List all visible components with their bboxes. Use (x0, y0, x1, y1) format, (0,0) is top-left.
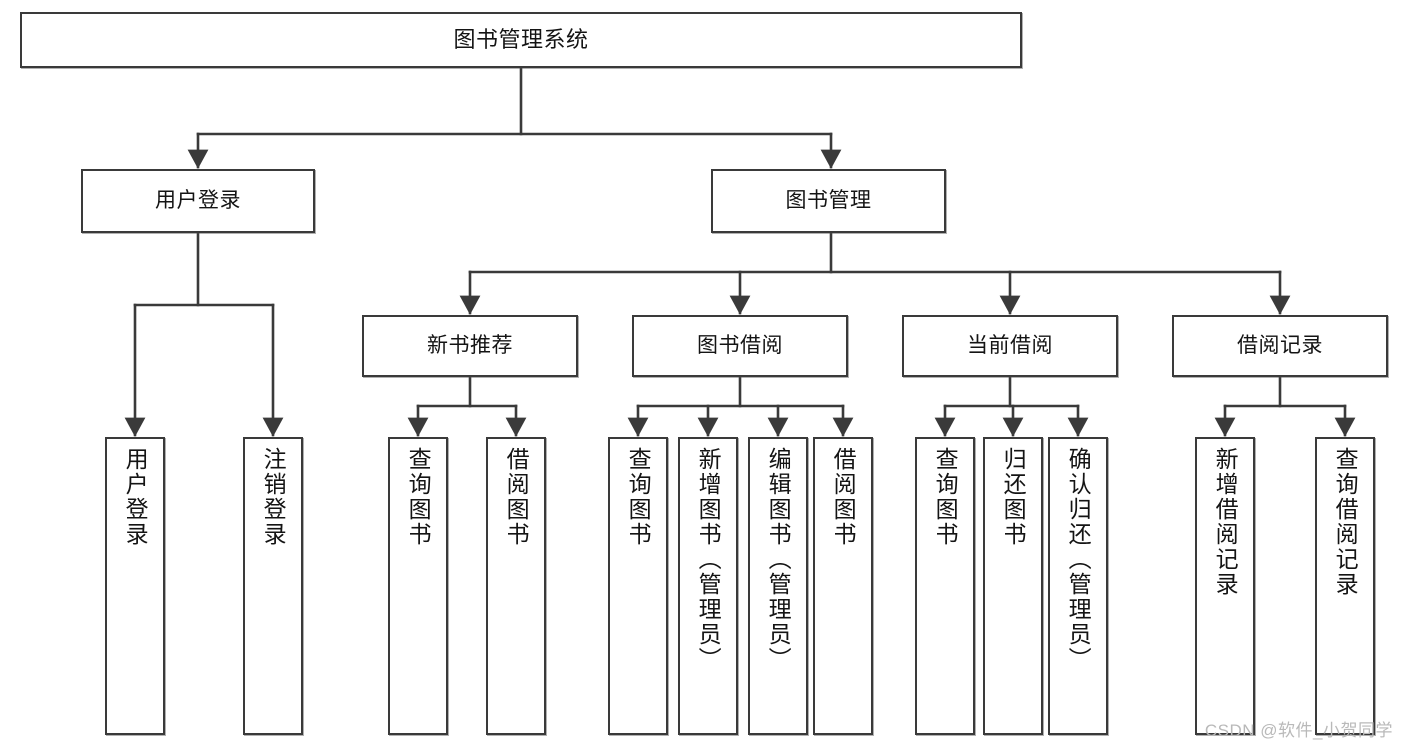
node-leaf-borrow-book-2-label: 借阅图书 (830, 447, 857, 547)
node-leaf-confirm-return-admin-label: 确认归还（管理员） (1065, 447, 1092, 672)
node-book-borrow-label: 图书借阅 (697, 333, 783, 357)
node-leaf-user-login[interactable]: 用户登录 (105, 437, 165, 735)
node-root[interactable]: 图书管理系统 (20, 12, 1022, 68)
node-leaf-add-book-admin[interactable]: 新增图书（管理员） (678, 437, 738, 735)
node-leaf-query-borrow-record-label: 查询借阅记录 (1332, 447, 1359, 597)
node-leaf-user-logout[interactable]: 注销登录 (243, 437, 303, 735)
node-leaf-query-book-2-label: 查询图书 (625, 447, 652, 547)
node-book-manage-label: 图书管理 (785, 188, 872, 212)
node-leaf-confirm-return-admin[interactable]: 确认归还（管理员） (1048, 437, 1108, 735)
node-leaf-query-book-1-label: 查询图书 (405, 447, 432, 547)
node-leaf-query-book-3[interactable]: 查询图书 (915, 437, 975, 735)
node-root-label: 图书管理系统 (453, 27, 589, 53)
node-leaf-return-book-label: 归还图书 (1000, 447, 1027, 547)
node-user-login-label: 用户登录 (155, 188, 241, 212)
node-borrow-record-label: 借阅记录 (1237, 333, 1323, 357)
node-current-borrow[interactable]: 当前借阅 (902, 315, 1118, 377)
node-current-borrow-label: 当前借阅 (967, 333, 1053, 357)
node-user-login[interactable]: 用户登录 (81, 169, 315, 233)
node-leaf-borrow-book-1-label: 借阅图书 (503, 447, 530, 547)
node-leaf-query-book-1[interactable]: 查询图书 (388, 437, 448, 735)
node-leaf-add-borrow-record-label: 新增借阅记录 (1212, 447, 1239, 597)
node-leaf-borrow-book-2[interactable]: 借阅图书 (813, 437, 873, 735)
node-new-book-recommend[interactable]: 新书推荐 (362, 315, 578, 377)
node-leaf-edit-book-admin-label: 编辑图书（管理员） (765, 447, 792, 672)
node-leaf-add-book-admin-label: 新增图书（管理员） (695, 447, 722, 672)
node-leaf-edit-book-admin[interactable]: 编辑图书（管理员） (748, 437, 808, 735)
node-leaf-query-borrow-record[interactable]: 查询借阅记录 (1315, 437, 1375, 735)
node-book-borrow[interactable]: 图书借阅 (632, 315, 848, 377)
node-book-manage[interactable]: 图书管理 (711, 169, 946, 233)
node-leaf-borrow-book-1[interactable]: 借阅图书 (486, 437, 546, 735)
node-leaf-query-book-2[interactable]: 查询图书 (608, 437, 668, 735)
node-leaf-add-borrow-record[interactable]: 新增借阅记录 (1195, 437, 1255, 735)
node-borrow-record[interactable]: 借阅记录 (1172, 315, 1388, 377)
node-leaf-user-logout-label: 注销登录 (260, 447, 287, 547)
node-new-book-recommend-label: 新书推荐 (427, 333, 513, 357)
node-leaf-user-login-label: 用户登录 (122, 447, 149, 547)
node-leaf-query-book-3-label: 查询图书 (932, 447, 959, 547)
node-leaf-return-book[interactable]: 归还图书 (983, 437, 1043, 735)
